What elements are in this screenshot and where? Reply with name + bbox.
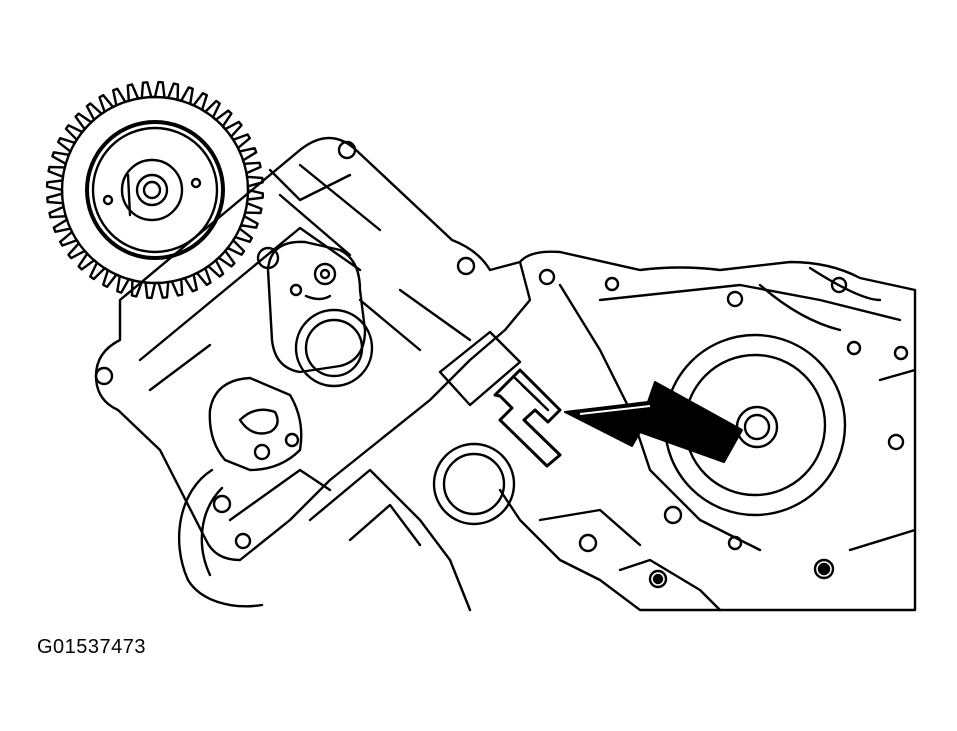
right-cover-inner [558,283,762,552]
bolt-hole [830,276,848,294]
flange-plate [208,376,303,472]
gear-hub-flat [126,173,132,217]
bolt-hole [578,533,598,553]
right-cover-inner [848,528,917,552]
flange-plate-slot [238,408,279,435]
flange-bolt [253,443,271,461]
bolt-hole [337,140,357,160]
left-cover-rib [398,288,472,342]
bolt-hole [94,366,114,386]
bolt-hole [652,573,664,585]
pump-bolt [313,262,337,286]
bolt-hole [604,276,620,292]
pump-bolt-inner [319,268,331,280]
gear-pin [190,177,202,189]
flange-bolt [284,432,300,448]
gear-pin [102,194,114,206]
pump-housing [266,240,367,374]
gear-idler [256,246,280,270]
left-cover-rib [278,193,352,257]
gear-teeth [45,80,265,300]
pointer-arrow [564,381,743,463]
bolt-hole [727,535,743,551]
crank-timing-gear [45,80,280,300]
bolt-hole [456,256,476,276]
right-cover-inner [808,266,882,302]
left-cover-rib [138,226,362,362]
right-cover-inner [598,283,902,322]
lower-rib [618,558,722,612]
bolt-hole [212,494,232,514]
center-seal-inner [442,452,506,516]
gear-hub-ring-inner [91,126,219,254]
gear-bore [135,173,169,207]
left-cover-rib [148,343,212,392]
right-cover-inner [878,368,917,382]
figure-code: G01537473 [37,636,147,658]
right-seal-core [743,413,771,441]
center-seal-outer [432,442,516,526]
timing-mark [493,368,562,468]
lower-rib [348,503,422,547]
bolt-hole [813,558,835,580]
bolt-hole [538,268,556,286]
gear-hub-ring [85,120,225,260]
left-cover-rib [228,468,332,522]
pump-seal-outer [294,308,374,388]
bolt-hole [893,345,909,361]
bolt-hole [234,532,252,550]
lower-rib [308,468,472,612]
pump-slot [304,294,332,301]
pump-bolt [289,283,303,297]
left-cover-rib [298,163,382,232]
bolt-hole [846,340,862,356]
right-seal-inner [735,405,779,449]
bolt-hole [663,505,683,525]
rect-boss [438,330,522,407]
bolt-hole [648,569,668,589]
pump-seal-inner [304,318,364,378]
timing-mark-line [513,376,542,404]
right-cover-inner [758,283,842,332]
gear-hub [120,158,184,222]
lower-rib [538,508,642,547]
lower-housing-bulge-inner [200,486,224,577]
bolt-hole [726,290,744,308]
gear-body [60,95,250,285]
pointer-arrow-highlight [579,405,651,415]
bolt-hole [817,562,831,576]
right-cover-outline [498,250,917,612]
bolt-hole [887,433,905,451]
gear-bore-inner [142,180,162,200]
lower-housing-bulge [177,468,264,608]
left-cover-rib [358,298,422,352]
left-cover-rib [268,168,352,202]
